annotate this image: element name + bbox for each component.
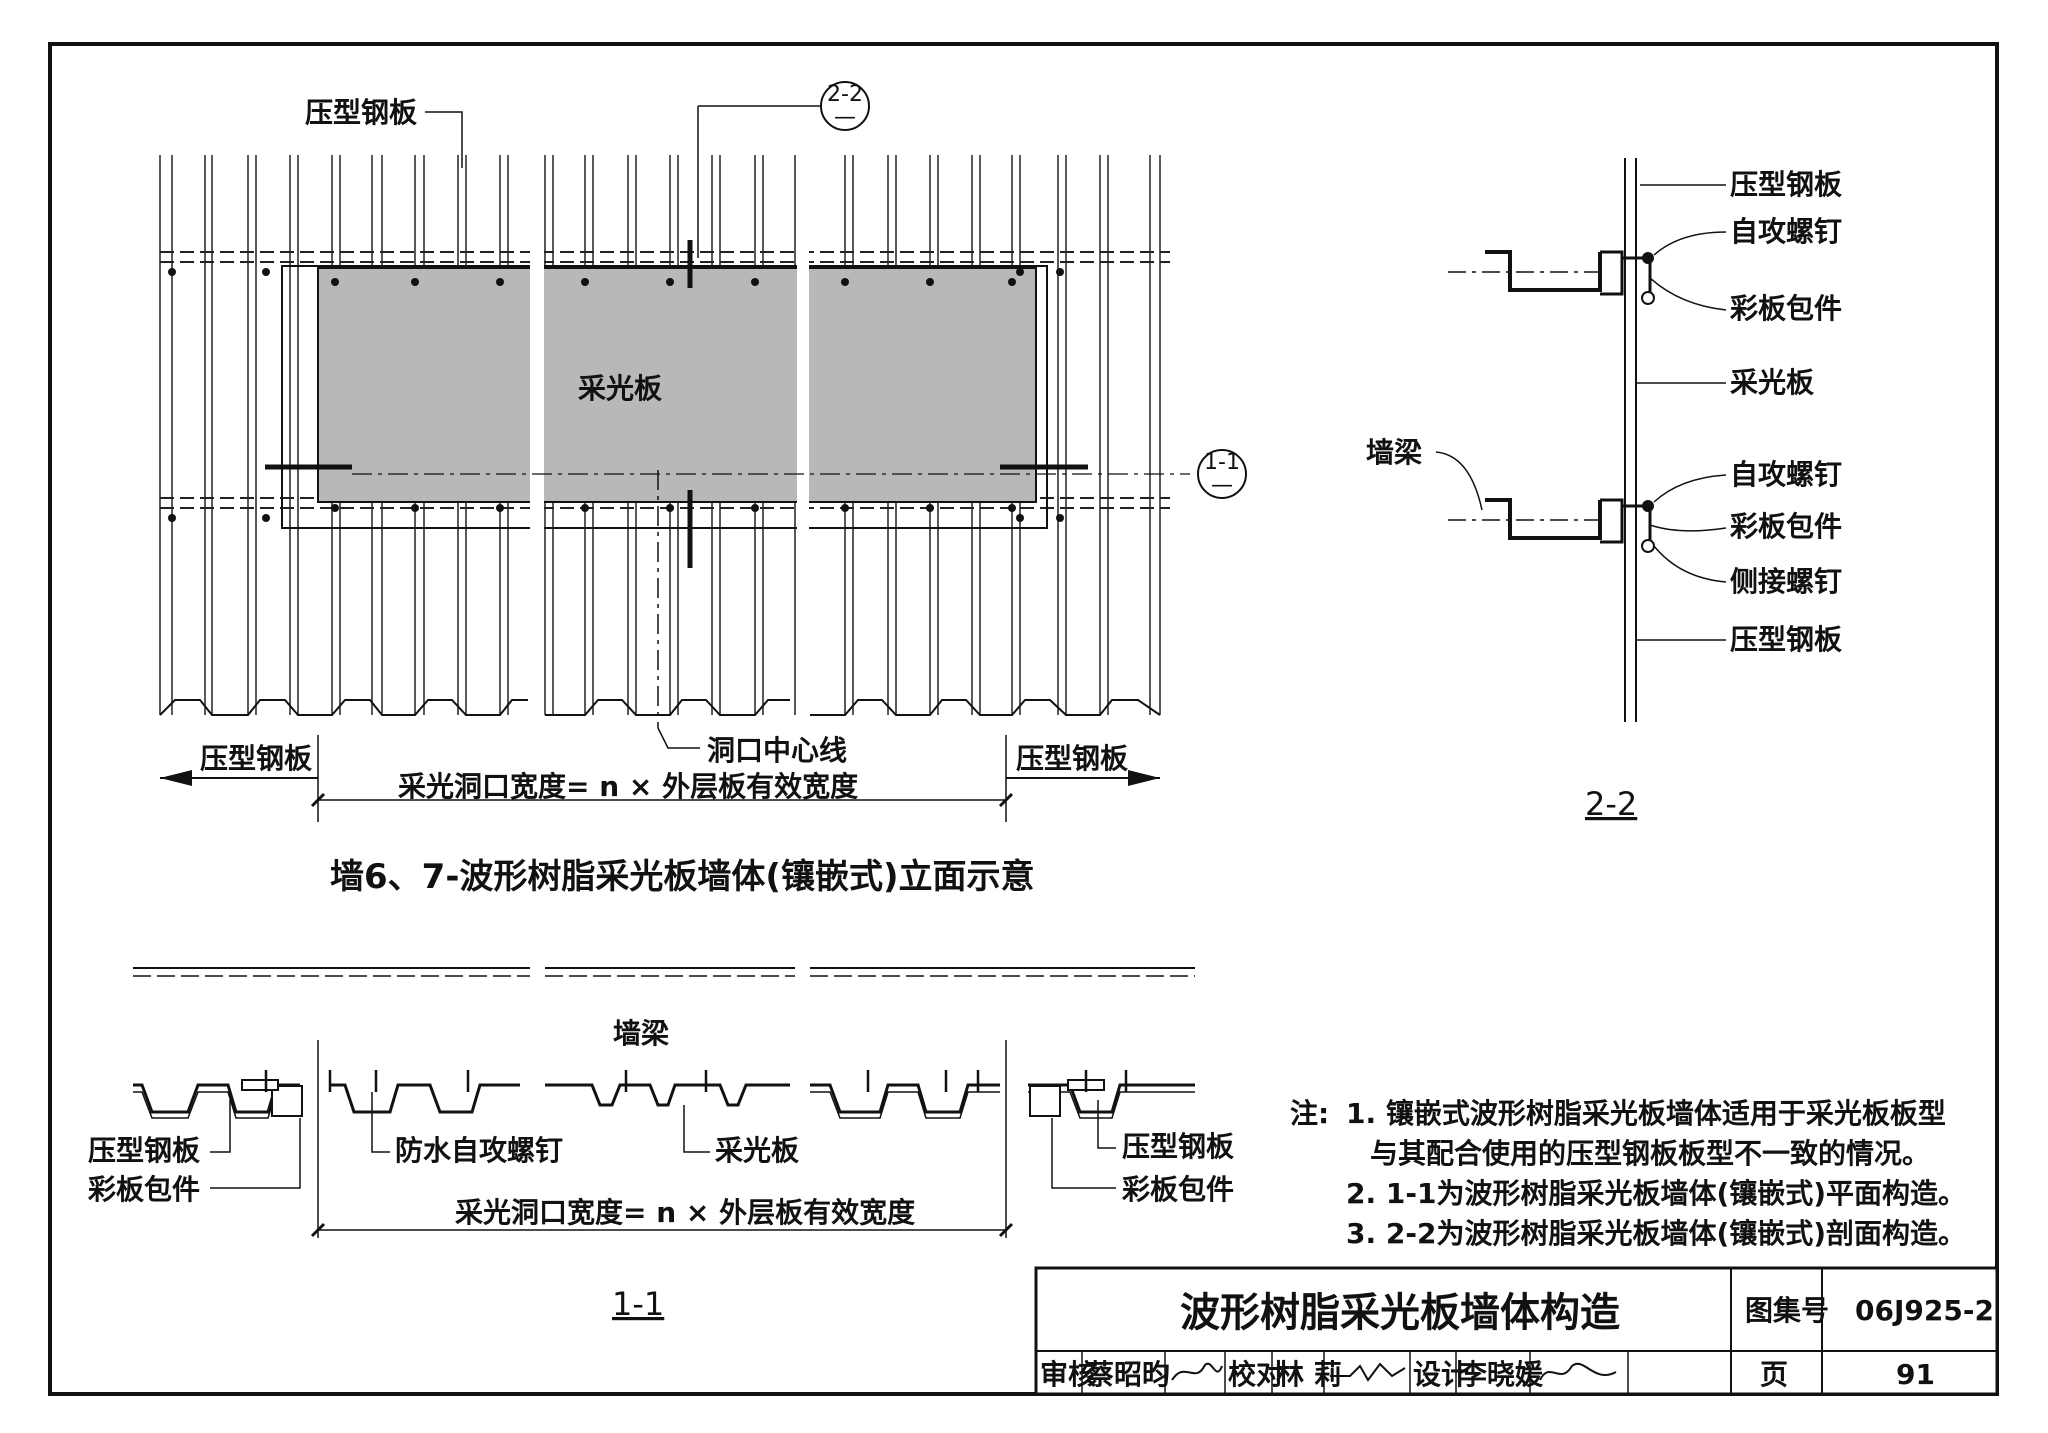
review-signature [1171,1362,1223,1381]
callout-2-2-6: 彩板包件 [1730,510,1842,543]
check-signature [1330,1362,1406,1382]
design-label: 设计 [1413,1358,1469,1391]
section-1-1-marker [1197,449,1247,499]
section-1-1-drawing: 墙梁 压型钢板 彩板包件 防水自攻螺钉 采光板 压型钢板 彩板包件 采光洞口宽度… [88,967,1234,1323]
daylight-panel [317,267,1037,503]
note-line-2: 与其配合使用的压型钢板板型不一致的情况。 [1370,1137,1930,1170]
callout-2-2-3: 彩板包件 [1730,292,1842,325]
section-2-2-drawing: 墙梁 压型钢板 自攻螺钉 彩板包件 采光板 自攻螺钉 彩板包件 侧接螺钉 压型钢… [1366,158,1842,823]
sheet-border [48,42,1999,1396]
dimension-opening-width-1-1: 采光洞口宽度= n × 外层板有效宽度 [455,1196,915,1229]
section-2-2-title: 2-2 [1585,785,1637,823]
flashing-frame [281,265,1048,529]
title-block: 波形树脂采光板墙体构造 图集号 06J925-2 审核 蔡昭昀 校对 林 莉 设… [1034,1266,1999,1396]
section-2-2-ref-sub: — [834,105,856,130]
note-line-1: 1. 镶嵌式波形树脂采光板墙体适用于采光板板型 [1346,1097,1946,1130]
page-label: 页 [1760,1358,1788,1391]
callout-2-2-4: 采光板 [1730,366,1814,399]
section-2-2-ref: 2-2 [827,82,863,107]
label-daylight-panel: 采光板 [578,372,662,405]
label-1-1-flashing-right: 彩板包件 [1122,1173,1234,1206]
callout-2-2-8: 压型钢板 [1730,623,1842,656]
callout-2-2-2: 自攻螺钉 [1730,215,1842,248]
1-1-screws [264,1070,1128,1092]
label-1-1-screw: 防水自攻螺钉 [395,1134,563,1167]
label-steel-sheet-top: 压型钢板 [305,96,417,129]
label-steel-sheet-bottom-right: 压型钢板 [1016,742,1128,775]
design-signature [1539,1362,1617,1381]
drawing-title: 波形树脂采光板墙体构造 [1180,1290,1620,1336]
notes-block: 注: 1. 镶嵌式波形树脂采光板墙体适用于采光板板型 与其配合使用的压型钢板板型… [1290,1097,1966,1250]
review-name: 蔡昭昀 [1086,1358,1170,1391]
design-name: 李晓媛 [1459,1358,1544,1391]
section-1-1-ref: 1-1 [1204,450,1240,475]
label-1-1-flashing-left: 彩板包件 [88,1173,200,1206]
label-wall-beam-2-2: 墙梁 [1366,436,1422,469]
elevation-drawing: 2-2 — 1-1 — 压型钢板 采光板 压型钢板 压型钢板 洞口中心线 采光洞… [159,81,1247,897]
check-name: 林 莉 [1276,1358,1342,1391]
label-1-1-steel-sheet-right: 压型钢板 [1122,1130,1234,1163]
atlas-label: 图集号 [1745,1294,1829,1327]
callout-2-2-1: 压型钢板 [1730,168,1842,201]
section-1-1-ref-sub: — [1211,473,1233,498]
section-1-1-title: 1-1 [612,1285,664,1323]
elevation-screws [168,268,1064,522]
label-1-1-steel-sheet-left: 压型钢板 [88,1134,200,1167]
label-opening-center-line: 洞口中心线 [707,734,847,767]
label-steel-sheet-bottom-left: 压型钢板 [200,742,312,775]
atlas-number: 06J925-2 [1855,1294,1994,1327]
page-number: 91 [1896,1358,1935,1391]
note-line-3: 2. 1-1为波形树脂采光板墙体(镶嵌式)平面构造。 [1346,1177,1966,1210]
check-label: 校对 [1228,1358,1284,1391]
elevation-caption: 墙6、7-波形树脂采光板墙体(镶嵌式)立面示意 [330,857,1035,897]
callout-2-2-7: 侧接螺钉 [1730,565,1842,598]
callout-2-2-5: 自攻螺钉 [1730,458,1842,491]
section-2-2-marker [820,81,870,131]
note-line-4: 3. 2-2为波形树脂采光板墙体(镶嵌式)剖面构造。 [1346,1217,1966,1250]
label-1-1-panel: 采光板 [715,1134,799,1167]
dimension-opening-width-elevation: 采光洞口宽度= n × 外层板有效宽度 [398,770,858,803]
notes-prefix: 注: [1290,1097,1329,1130]
label-wall-beam-1-1: 墙梁 [613,1017,669,1050]
review-label: 审核 [1040,1358,1096,1391]
